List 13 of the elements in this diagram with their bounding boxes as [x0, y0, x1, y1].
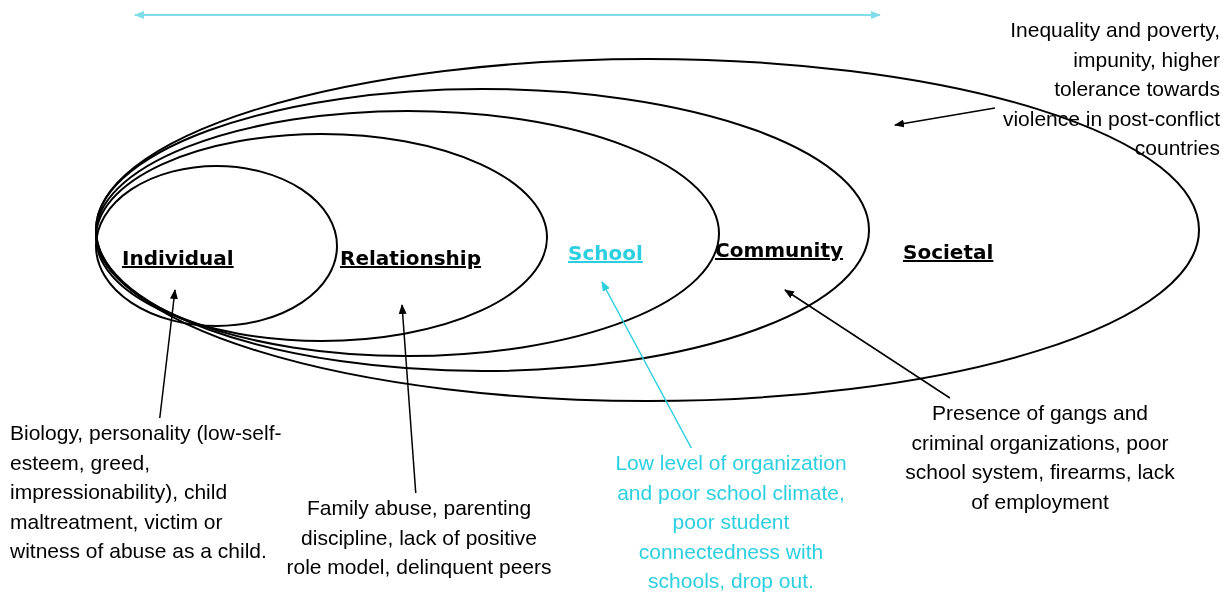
arrow — [159, 289, 178, 419]
level-label: Individual — [122, 246, 234, 270]
arrow — [784, 289, 951, 399]
arrow — [894, 107, 996, 128]
arrow — [398, 304, 417, 494]
description-text: Family abuse, parenting discipline, lack of positive role model, delinquent peers — [285, 493, 553, 582]
level-label: Relationship — [340, 246, 482, 270]
level-label: Societal — [903, 240, 994, 264]
level-label: School — [568, 241, 643, 265]
description-text: Low level of organization and poor school climate, poor student connectedness with schools, drop out. — [600, 448, 862, 596]
arrow — [601, 281, 693, 449]
level-label: Community — [715, 238, 844, 262]
description-text: Presence of gangs and criminal organizations, poor school system, firearms, lack of employment — [905, 398, 1175, 516]
